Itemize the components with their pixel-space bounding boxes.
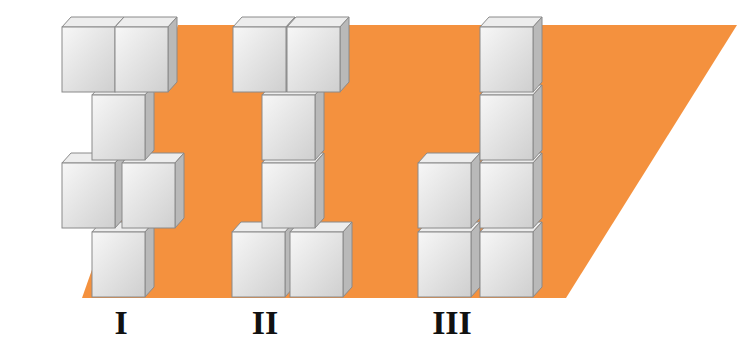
structure-label: I	[114, 306, 127, 340]
structure-label: III	[432, 306, 472, 340]
structure-label: II	[252, 306, 278, 340]
orange-ground	[82, 25, 737, 298]
